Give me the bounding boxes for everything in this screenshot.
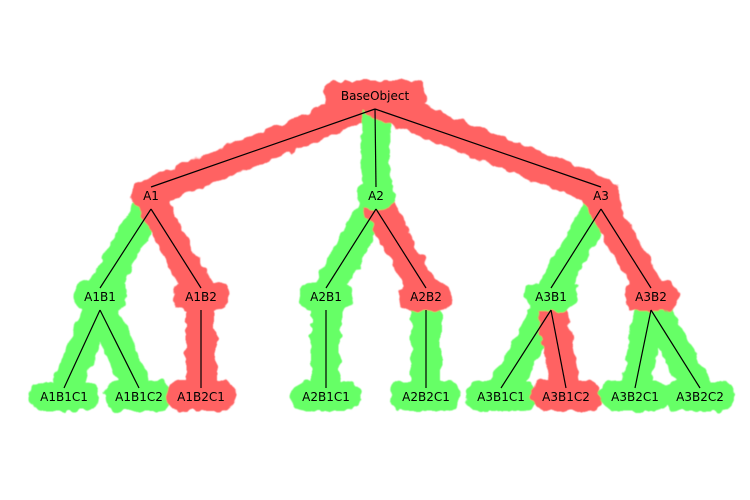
highlight-blob-baseobject — [324, 80, 426, 110]
node-label-a2b2: A2B2 — [410, 290, 442, 304]
node-label-a3b1: A3B1 — [535, 290, 567, 304]
node-label-a3b2c1: A3B2C1 — [611, 390, 659, 404]
highlight-blob-a1b2c1 — [166, 381, 236, 411]
node-label-a1b2: A1B2 — [185, 290, 217, 304]
edge-a2-a2b2 — [375, 208, 427, 289]
node-label-baseobject: BaseObject — [341, 89, 410, 103]
node-label-a3b2c2: A3B2C2 — [676, 390, 724, 404]
node-label-a1b1c1: A1B1C1 — [40, 390, 88, 404]
edge-a3-a3b2 — [600, 208, 652, 289]
node-label-a1: A1 — [143, 189, 159, 203]
highlight-blob-a1b1c2 — [104, 381, 174, 411]
edge-a3b1-a3b1c1 — [500, 309, 552, 389]
edge-baseobject-a3 — [374, 108, 602, 188]
highlight-blob-a2b1 — [299, 281, 353, 311]
edge-baseobject-a1 — [150, 108, 376, 188]
edge-a3b2-a3b2c2 — [650, 309, 701, 389]
highlight-blob-a2b1c1 — [291, 381, 361, 411]
edge-baseobject-a2 — [374, 108, 377, 188]
highlight-blob-a3b1 — [524, 281, 578, 311]
node-label-a1b2c1: A1B2C1 — [177, 390, 225, 404]
edge-a1-a1b2 — [150, 208, 202, 289]
highlight-blob-a1b2 — [174, 281, 228, 311]
node-label-a2: A2 — [368, 189, 384, 203]
highlight-blob-a2b2c1 — [391, 381, 461, 411]
highlight-blob-a3b2 — [624, 281, 678, 311]
node-label-a2b1: A2B1 — [310, 290, 342, 304]
highlight-blob-a1 — [132, 180, 170, 210]
node-label-a1b1c2: A1B1C2 — [115, 390, 163, 404]
highlight-stroke-a1 — [136, 87, 390, 207]
node-label-a2b2c1: A2B2C1 — [402, 390, 450, 404]
edge-a1b1-a1b1c2 — [99, 309, 140, 389]
node-label-a3b2: A3B2 — [635, 290, 667, 304]
highlight-blob-a3b2c2 — [665, 381, 735, 411]
node-label-a2b1c1: A2B1C1 — [302, 390, 350, 404]
highlight-blob-a3 — [582, 180, 620, 210]
edge-a3-a3b1 — [550, 208, 602, 289]
highlight-layer — [29, 80, 735, 411]
edge-a1-a1b1 — [99, 208, 152, 289]
node-label-a3: A3 — [593, 189, 609, 203]
edge-a1b1-a1b1c1 — [63, 309, 101, 389]
highlight-blob-a1b1c1 — [29, 381, 99, 411]
highlight-stroke-a3 — [360, 87, 616, 207]
edge-a2-a2b1 — [325, 208, 377, 289]
edge-layer — [63, 108, 701, 389]
highlight-blob-a1b1 — [73, 281, 127, 311]
edge-a3b2-a3b2c1 — [634, 309, 652, 389]
highlight-blob-a3b1c1 — [466, 381, 536, 411]
node-label-a3b1c1: A3B1C1 — [477, 390, 525, 404]
node-label-a1b1: A1B1 — [84, 290, 116, 304]
highlight-blob-a3b2c1 — [600, 381, 670, 411]
highlight-blob-a2b2 — [399, 281, 453, 311]
highlight-blob-a3b1c2 — [531, 381, 601, 411]
edge-a3b1-a3b1c2 — [550, 309, 567, 389]
highlight-blob-a2 — [357, 180, 395, 210]
node-label-a3b1c2: A3B1C2 — [542, 390, 590, 404]
